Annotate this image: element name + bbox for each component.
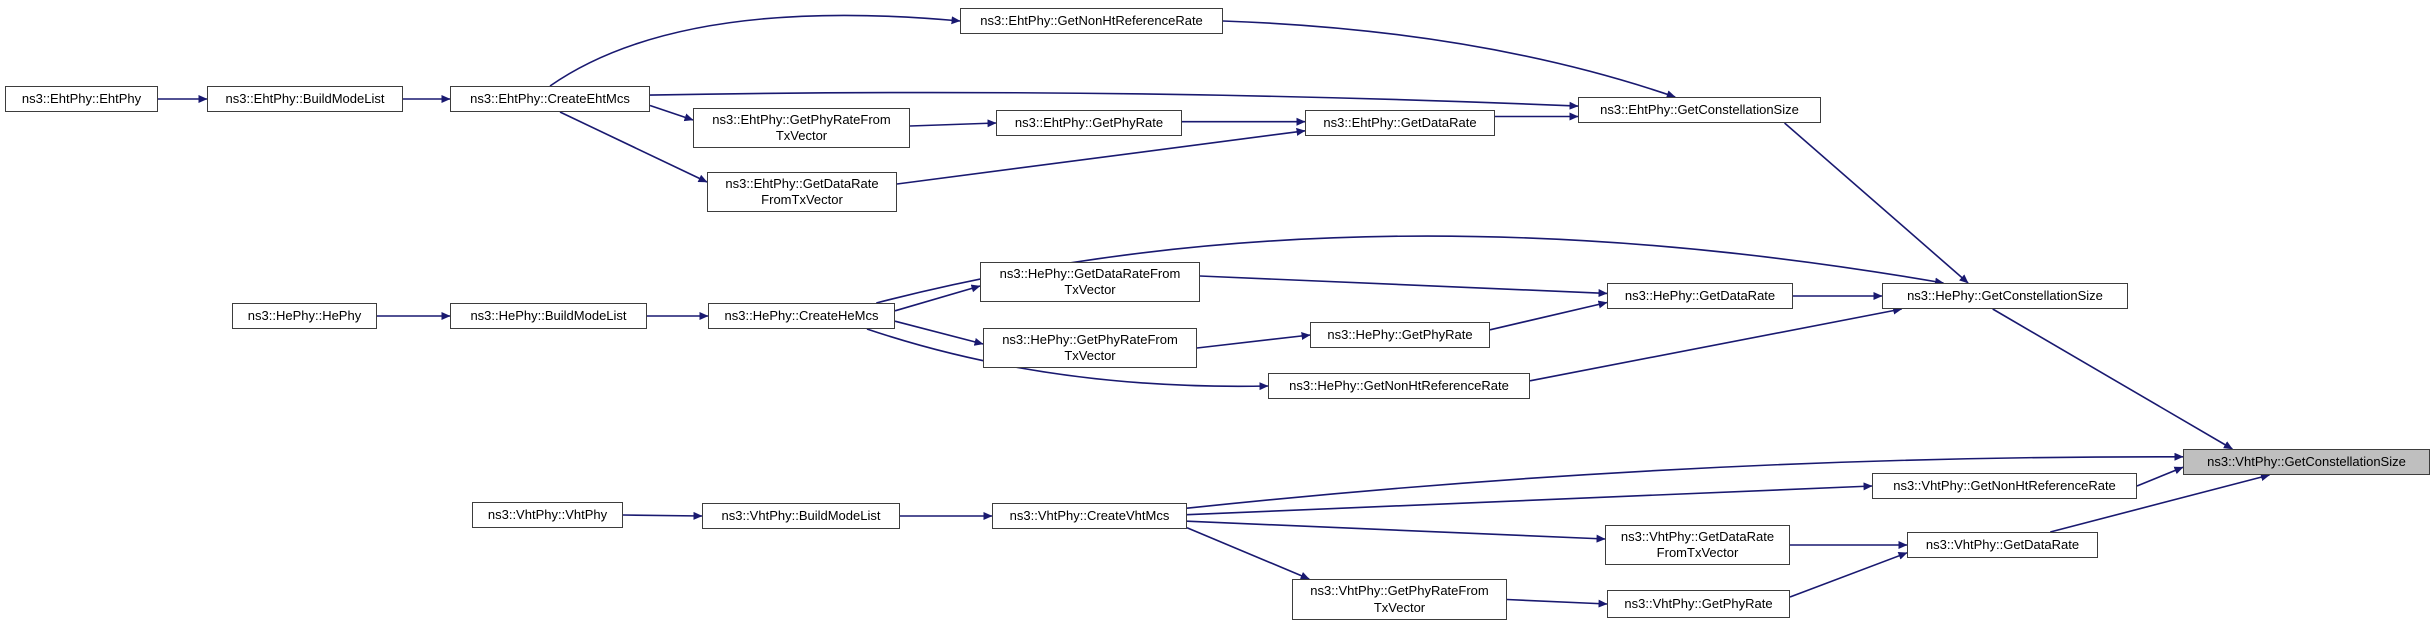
edge-eht-getconstellationsize-to-he-getconstellationsize — [1784, 122, 1969, 284]
node-he-getconstellationsize[interactable]: ns3::HePhy::GetConstellationSize — [1882, 283, 2128, 309]
node-label: ns3::HePhy::GetDataRate — [1624, 287, 1776, 303]
node-label: ns3::VhtPhy::GetNonHtReferenceRate — [1893, 477, 2116, 493]
node-label: ns3::HePhy::GetDataRateFrom TxVector — [999, 265, 1181, 297]
node-he-getphyratefromtxvector[interactable]: ns3::HePhy::GetPhyRateFrom TxVector — [983, 328, 1197, 368]
edge-he-createhemcs-to-he-getnonhtreferencerate — [866, 328, 1269, 391]
edge-vht-vhtphy-to-vht-buildmodelist — [622, 511, 703, 520]
node-label: ns3::HePhy::HePhy — [247, 307, 362, 323]
edge-vht-getnonhtreferencerate-to-vht-getconstellationsize — [2136, 466, 2184, 487]
edge-eht-createehtmcs-to-eht-getconstellationsize — [649, 91, 1579, 110]
node-label: ns3::HePhy::CreateHeMcs — [724, 307, 879, 323]
node-eht-getdatarate[interactable]: ns3::EhtPhy::GetDataRate — [1305, 110, 1495, 136]
node-label: ns3::VhtPhy::VhtPhy — [487, 506, 608, 522]
edge-vht-getdatarate-to-vht-getconstellationsize — [2050, 473, 2270, 533]
node-eht-createehtmcs[interactable]: ns3::EhtPhy::CreateEhtMcs — [450, 86, 650, 112]
edge-eht-createehtmcs-to-eht-getnonhtreferencerate — [549, 14, 961, 87]
edge-vht-createvhtmcs-to-vht-getconstellationsize — [1186, 452, 2184, 509]
node-vht-buildmodelist[interactable]: ns3::VhtPhy::BuildModeList — [702, 503, 900, 529]
node-eht-buildmodelist[interactable]: ns3::EhtPhy::BuildModeList — [207, 86, 403, 112]
edge-he-getconstellationsize-to-vht-getconstellationsize — [1992, 308, 2233, 450]
node-label: ns3::EhtPhy::GetPhyRateFrom TxVector — [712, 111, 891, 143]
edge-eht-createehtmcs-to-eht-getphyratefromtxvector — [649, 104, 694, 122]
node-eht-getnonhtreferencerate[interactable]: ns3::EhtPhy::GetNonHtReferenceRate — [960, 8, 1223, 34]
edge-vht-createvhtmcs-to-vht-getnonhtreferencerate — [1186, 482, 1873, 516]
node-label: ns3::VhtPhy::GetDataRate — [1925, 536, 2080, 552]
node-label: ns3::HePhy::GetNonHtReferenceRate — [1289, 377, 1509, 393]
node-label: ns3::EhtPhy::GetPhyRate — [1014, 114, 1164, 130]
node-he-getnonhtreferencerate[interactable]: ns3::HePhy::GetNonHtReferenceRate — [1268, 373, 1530, 399]
node-label: ns3::EhtPhy::GetNonHtReferenceRate — [980, 12, 1203, 28]
edge-eht-createehtmcs-to-eht-getdataratefromtxvector — [559, 111, 708, 183]
node-vht-getdataratefromtxvector[interactable]: ns3::VhtPhy::GetDataRate FromTxVector — [1605, 525, 1790, 565]
node-label: ns3::EhtPhy::CreateEhtMcs — [470, 90, 630, 106]
edge-he-getphyrate-to-he-getdatarate — [1489, 300, 1608, 331]
node-label: ns3::HePhy::BuildModeList — [470, 307, 627, 323]
node-label: ns3::VhtPhy::GetPhyRate — [1624, 595, 1773, 611]
edge-vht-createvhtmcs-to-vht-getdataratefromtxvector — [1186, 520, 1606, 543]
node-he-hephy[interactable]: ns3::HePhy::HePhy — [232, 303, 377, 329]
node-he-getdataratefromtxvector[interactable]: ns3::HePhy::GetDataRateFrom TxVector — [980, 262, 1200, 302]
node-label: ns3::VhtPhy::GetConstellationSize — [2207, 453, 2406, 469]
edge-vht-createvhtmcs-to-vht-getphyratefromtxvector — [1186, 526, 1310, 580]
node-eht-getphyrate[interactable]: ns3::EhtPhy::GetPhyRate — [996, 110, 1182, 136]
node-label: ns3::EhtPhy::EhtPhy — [21, 90, 142, 106]
edge-vht-getphyrate-to-vht-getdatarate — [1789, 552, 1908, 598]
node-label: ns3::VhtPhy::GetDataRate FromTxVector — [1620, 528, 1775, 560]
node-label: ns3::VhtPhy::BuildModeList — [721, 507, 881, 523]
node-vht-getphyrate[interactable]: ns3::VhtPhy::GetPhyRate — [1607, 590, 1790, 618]
node-label: ns3::EhtPhy::BuildModeList — [225, 90, 385, 106]
edge-eht-getdataratefromtxvector-to-eht-getdatarate — [896, 127, 1306, 185]
edge-he-getphyratefromtxvector-to-he-getphyrate — [1196, 331, 1311, 349]
node-vht-getconstellationsize: ns3::VhtPhy::GetConstellationSize — [2183, 449, 2430, 475]
node-label: ns3::HePhy::GetPhyRateFrom TxVector — [1002, 331, 1178, 363]
node-vht-getnonhtreferencerate[interactable]: ns3::VhtPhy::GetNonHtReferenceRate — [1872, 473, 2137, 499]
node-vht-vhtphy[interactable]: ns3::VhtPhy::VhtPhy — [472, 502, 623, 528]
node-he-buildmodelist[interactable]: ns3::HePhy::BuildModeList — [450, 303, 647, 329]
node-vht-createvhtmcs[interactable]: ns3::VhtPhy::CreateVhtMcs — [992, 503, 1187, 529]
node-label: ns3::EhtPhy::GetConstellationSize — [1600, 101, 1799, 117]
node-vht-getdatarate[interactable]: ns3::VhtPhy::GetDataRate — [1907, 532, 2098, 558]
edge-eht-getphyratefromtxvector-to-eht-getphyrate — [909, 119, 997, 128]
edge-eht-getnonhtreferencerate-to-eht-getconstellationsize — [1222, 20, 1676, 99]
node-he-getphyrate[interactable]: ns3::HePhy::GetPhyRate — [1310, 322, 1490, 348]
edge-he-createhemcs-to-he-getphyratefromtxvector — [894, 320, 984, 346]
node-he-getdatarate[interactable]: ns3::HePhy::GetDataRate — [1607, 283, 1793, 309]
edge-vht-getphyratefromtxvector-to-vht-getphyrate — [1506, 598, 1608, 608]
node-eht-getphyratefromtxvector[interactable]: ns3::EhtPhy::GetPhyRateFrom TxVector — [693, 108, 910, 148]
node-he-createhemcs[interactable]: ns3::HePhy::CreateHeMcs — [708, 303, 895, 329]
edge-he-getnonhtreferencerate-to-he-getconstellationsize — [1529, 306, 1903, 382]
node-eht-getdataratefromtxvector[interactable]: ns3::EhtPhy::GetDataRate FromTxVector — [707, 172, 897, 212]
edge-he-createhemcs-to-he-getdataratefromtxvector — [894, 284, 981, 312]
node-eht-ehtphy[interactable]: ns3::EhtPhy::EhtPhy — [5, 86, 158, 112]
node-label: ns3::VhtPhy::CreateVhtMcs — [1009, 507, 1170, 523]
node-label: ns3::HePhy::GetConstellationSize — [1907, 287, 2103, 303]
node-eht-getconstellationsize[interactable]: ns3::EhtPhy::GetConstellationSize — [1578, 97, 1821, 123]
node-label: ns3::VhtPhy::GetPhyRateFrom TxVector — [1310, 583, 1489, 615]
node-label: ns3::EhtPhy::GetDataRate FromTxVector — [725, 175, 879, 207]
node-label: ns3::EhtPhy::GetDataRate — [1323, 114, 1477, 130]
edge-he-getdataratefromtxvector-to-he-getdatarate — [1199, 275, 1608, 298]
node-label: ns3::HePhy::GetPhyRate — [1327, 326, 1473, 342]
node-vht-getphyratefromtxvector[interactable]: ns3::VhtPhy::GetPhyRateFrom TxVector — [1292, 579, 1507, 620]
